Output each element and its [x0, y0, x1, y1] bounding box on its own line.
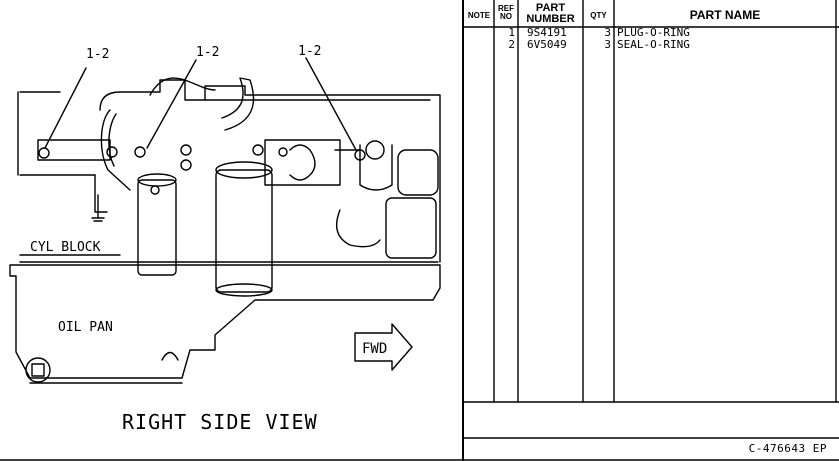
callout-label: 1-2 — [86, 47, 109, 62]
fwd-label: FWD — [362, 341, 387, 357]
drawing-code: C-476643 EP — [748, 442, 827, 455]
callout-label: 1-2 — [196, 45, 219, 60]
oil-pan-label: OIL PAN — [58, 320, 113, 335]
part-number-header: PART NUMBER — [519, 3, 582, 25]
table-row-qty: 3 — [604, 38, 611, 51]
cyl-block-label: CYL BLOCK — [30, 240, 101, 255]
table-row-ref: 1 — [508, 26, 515, 39]
callout-label: 1-2 — [298, 44, 321, 59]
ref-header-line1: REF — [498, 4, 514, 13]
table-row-qty: 3 — [604, 26, 611, 39]
ref-no-header: REF NO — [495, 5, 517, 21]
ref-header-line2: NO — [500, 12, 512, 21]
table-row-name: SEAL-O-RING — [617, 38, 690, 51]
note-header: NOTE — [467, 11, 491, 20]
table-row-name: PLUG-O-RING — [617, 26, 690, 39]
table-row-ref: 2 — [508, 38, 515, 51]
part-header-line1: PART — [535, 2, 566, 14]
qty-header: QTY — [590, 11, 607, 20]
table-row-part-number: 6V5049 — [527, 38, 567, 51]
view-title: RIGHT SIDE VIEW — [122, 410, 318, 434]
part-name-header: PART NAME — [689, 8, 761, 22]
table-row-part-number: 9S4191 — [527, 26, 567, 39]
part-header-line2: NUMBER — [526, 13, 575, 25]
